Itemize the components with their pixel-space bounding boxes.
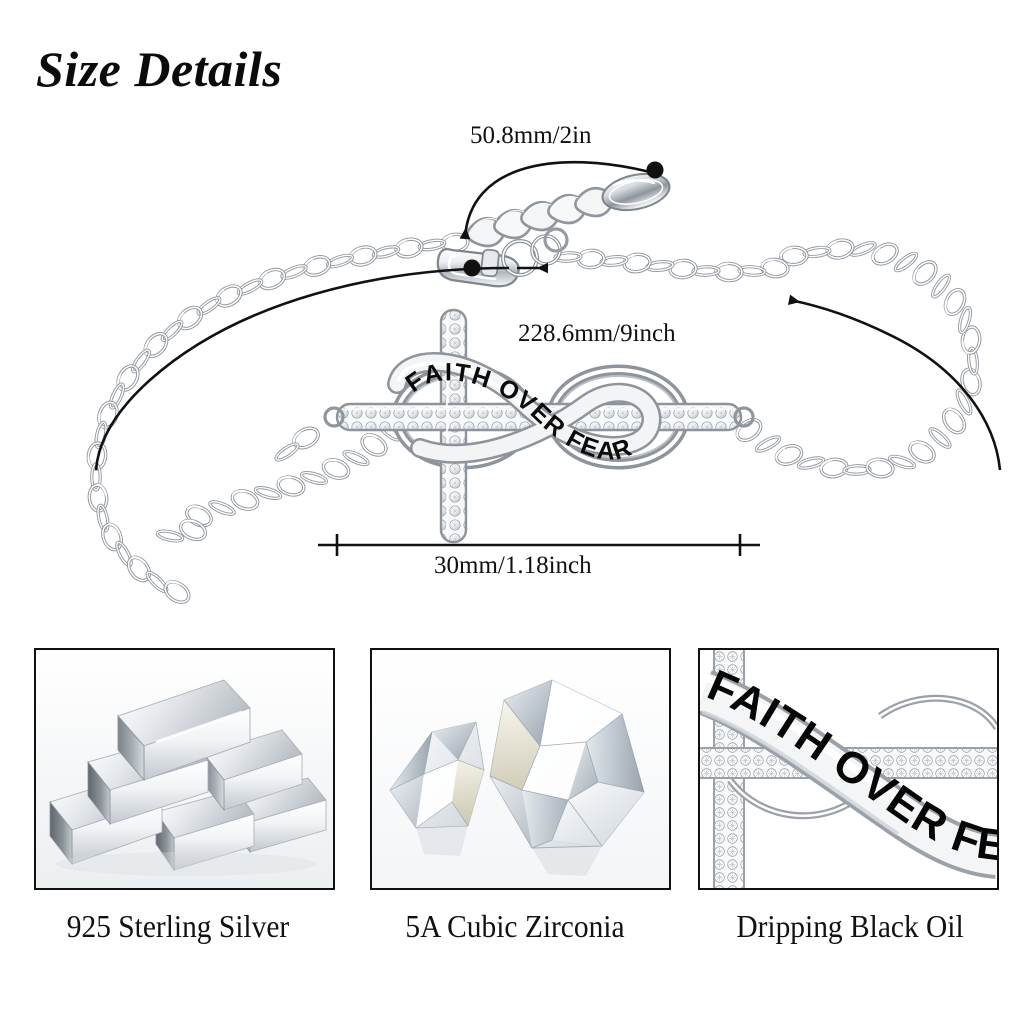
page-title: Size Details bbox=[36, 41, 283, 97]
feature-panel-cubic-zirconia bbox=[370, 648, 671, 890]
gem-right bbox=[489, 679, 645, 849]
measure-charm-width bbox=[318, 534, 760, 556]
end-tag bbox=[601, 172, 671, 212]
feature-panels: FAITH OVER FEAR bbox=[0, 640, 1024, 900]
clasp-and-extension bbox=[436, 172, 671, 288]
caption-sterling-silver: 925 Sterling Silver bbox=[66, 908, 290, 944]
feature-panel-black-oil: FAITH OVER FEAR bbox=[698, 648, 999, 890]
caption-cubic-zirconia: 5A Cubic Zirconia bbox=[405, 908, 625, 944]
measure-total-length bbox=[94, 259, 1002, 471]
measure-label-total: 228.6mm/9inch bbox=[518, 320, 676, 347]
bracelet-diagram: FAITH OVER FEAR bbox=[85, 122, 1002, 609]
lobster-clasp bbox=[436, 227, 569, 288]
measure-extension-chain bbox=[459, 160, 664, 240]
measure-label-width: 30mm/1.18inch bbox=[434, 552, 592, 579]
feature-captions: 925 Sterling Silver 5A Cubic Zirconia Dr… bbox=[0, 908, 1024, 968]
measure-label-extension: 50.8mm/2in bbox=[470, 122, 592, 149]
feature-panel-sterling-silver bbox=[34, 648, 335, 890]
caption-black-oil: Dripping Black Oil bbox=[736, 908, 964, 944]
gem-left bbox=[389, 721, 485, 829]
